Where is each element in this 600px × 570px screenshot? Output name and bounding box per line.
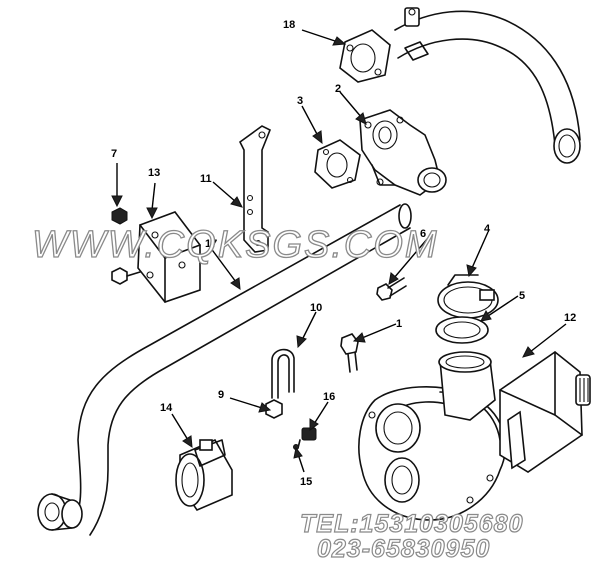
- part-11-bracket: [238, 125, 272, 253]
- callout-14: 14: [160, 402, 173, 414]
- callout-4: 4: [484, 223, 491, 235]
- callout-1: 1: [396, 318, 402, 330]
- part-1-bolt: [340, 333, 359, 373]
- part-17-long-pipe: [37, 203, 412, 536]
- part-3-gasket: [314, 139, 361, 189]
- callout-3: 3: [297, 95, 303, 107]
- part-10-u-bolt: [271, 348, 295, 399]
- leader-lines: [111, 29, 567, 473]
- part-4-clamp-ring: [437, 274, 499, 319]
- part-14-coupling: [175, 438, 233, 511]
- callout-10: 10: [310, 302, 322, 314]
- callout-5: 5: [519, 290, 525, 302]
- part-13-support-block: [137, 211, 201, 303]
- callout-15: 15: [300, 476, 312, 488]
- callout-6: 6: [420, 228, 426, 240]
- part-9-nut: [265, 399, 283, 419]
- watermark-phone: 023-65830950: [317, 535, 490, 563]
- callout-9: 9: [218, 389, 224, 401]
- callout-13: 13: [148, 167, 160, 179]
- part-7-nut: [111, 207, 141, 285]
- part-2-elbow-fitting: [359, 109, 447, 196]
- callout-12: 12: [564, 312, 576, 324]
- callout-18: 18: [283, 19, 295, 31]
- part-5-seal-ring: [435, 316, 489, 344]
- watermark-site: WWW.CQKSGS.COM: [32, 224, 439, 266]
- callout-2: 2: [335, 83, 341, 95]
- callout-labels: 18 2 3 11 13 7 17 6 4 5 12 1 10 9 16 15 …: [111, 19, 576, 488]
- part-6-bolt: [376, 277, 407, 301]
- callout-11: 11: [200, 173, 212, 185]
- part-16-sensor: [297, 427, 317, 449]
- callout-16: 16: [323, 391, 335, 403]
- callout-7: 7: [111, 148, 117, 160]
- part-18-upper-tube: [339, 7, 581, 164]
- part-12-pump-assembly: [358, 351, 591, 521]
- callout-17: 17: [205, 238, 217, 250]
- watermark-tel: TEL:15310305680: [300, 510, 523, 538]
- watermark: WWW.CQKSGS.COM TEL:15310305680 023-65830…: [31, 223, 523, 563]
